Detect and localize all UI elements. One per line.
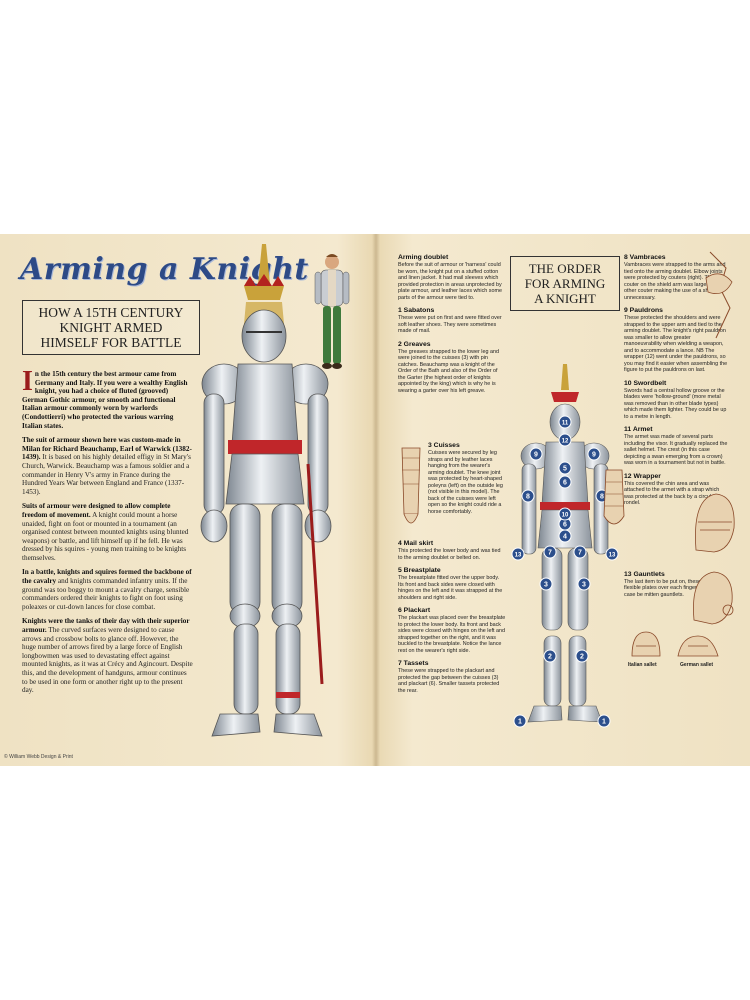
svg-text:5: 5 [563, 466, 567, 473]
part-marker-13: 13 [605, 547, 619, 561]
svg-text:11: 11 [562, 421, 569, 427]
intro-paragraph: The suit of armour shown here was custom… [22, 436, 192, 496]
svg-text:4: 4 [563, 534, 567, 541]
svg-text:3: 3 [582, 582, 586, 589]
order-title-line: A KNIGHT [534, 291, 596, 306]
part-marker-11: 11 [558, 415, 572, 429]
couter-sketch-icon [705, 251, 733, 339]
part-marker-2: 2 [543, 649, 557, 663]
part-marker-3: 3 [539, 577, 553, 591]
knight-armour-figure [200, 244, 332, 737]
part-marker-7: 7 [573, 545, 587, 559]
svg-text:1: 1 [602, 719, 606, 726]
part-marker-12: 12 [558, 433, 572, 447]
italian-sallet-label: Italian sallet [628, 662, 657, 668]
wrapper-sketch-icon [693, 571, 734, 625]
armet-sketch-icon [695, 493, 735, 553]
order-title-line: THE ORDER [528, 261, 602, 276]
svg-text:2: 2 [580, 654, 584, 661]
intro-paragraph: In a battle, knights and squires formed … [22, 568, 192, 611]
gauntlet-sketch-icon [603, 469, 625, 525]
svg-text:10: 10 [562, 513, 569, 519]
svg-text:6: 6 [563, 480, 567, 487]
italian-sallet-icon [631, 631, 661, 657]
svg-text:2: 2 [548, 654, 552, 661]
svg-text:8: 8 [526, 494, 530, 501]
part-marker-5: 5 [558, 461, 572, 475]
svg-text:7: 7 [548, 550, 552, 557]
subtitle-box: HOW A 15TH CENTURY KNIGHT ARMED HIMSELF … [22, 300, 200, 355]
intro-paragraph: Knights were the tanks of their day with… [22, 617, 193, 695]
part-marker-3: 3 [577, 577, 591, 591]
order-title-box: THE ORDER FOR ARMING A KNIGHT [510, 256, 620, 311]
order-title-line: FOR ARMING [524, 276, 606, 291]
svg-text:13: 13 [515, 553, 522, 559]
svg-text:13: 13 [609, 553, 616, 559]
part-marker-2: 2 [575, 649, 589, 663]
part-marker-1: 1 [513, 714, 527, 728]
magazine-spread: Arming a Knight HOW A 15TH CENTURY KNIGH… [0, 234, 750, 766]
svg-text:9: 9 [592, 452, 596, 459]
subtitle-line: KNIGHT ARMED [59, 320, 163, 335]
part-marker-6: 6 [558, 475, 572, 489]
svg-text:6: 6 [563, 522, 567, 529]
part-marker-10: 10 [558, 507, 572, 521]
part-marker-1: 1 [597, 714, 611, 728]
copyright-note: © William Webb Design & Print [4, 754, 73, 760]
part-marker-6: 6 [558, 517, 572, 531]
page-gutter [372, 234, 380, 766]
german-sallet-label: German sallet [680, 662, 714, 668]
part-marker-9: 9 [529, 447, 543, 461]
svg-text:3: 3 [544, 582, 548, 589]
part-marker-8: 8 [521, 489, 535, 503]
subtitle-line: HIMSELF FOR BATTLE [40, 335, 182, 350]
cuisses-illustration [401, 447, 421, 524]
arming-doublet-figure [314, 254, 350, 369]
svg-text:1: 1 [518, 719, 522, 726]
part-marker-13: 13 [511, 547, 525, 561]
part-marker-4: 4 [558, 529, 572, 543]
drop-cap: I [22, 366, 33, 397]
subtitle-line: HOW A 15TH CENTURY [38, 305, 184, 320]
svg-text:7: 7 [578, 550, 582, 557]
intro-paragraph: Suits of armour were designed to allow c… [22, 502, 189, 562]
part-marker-9: 9 [587, 447, 601, 461]
svg-text:8: 8 [600, 494, 604, 501]
svg-text:9: 9 [534, 452, 538, 459]
part-marker-7: 7 [543, 545, 557, 559]
svg-text:12: 12 [562, 439, 569, 445]
german-sallet-icon [677, 635, 719, 657]
